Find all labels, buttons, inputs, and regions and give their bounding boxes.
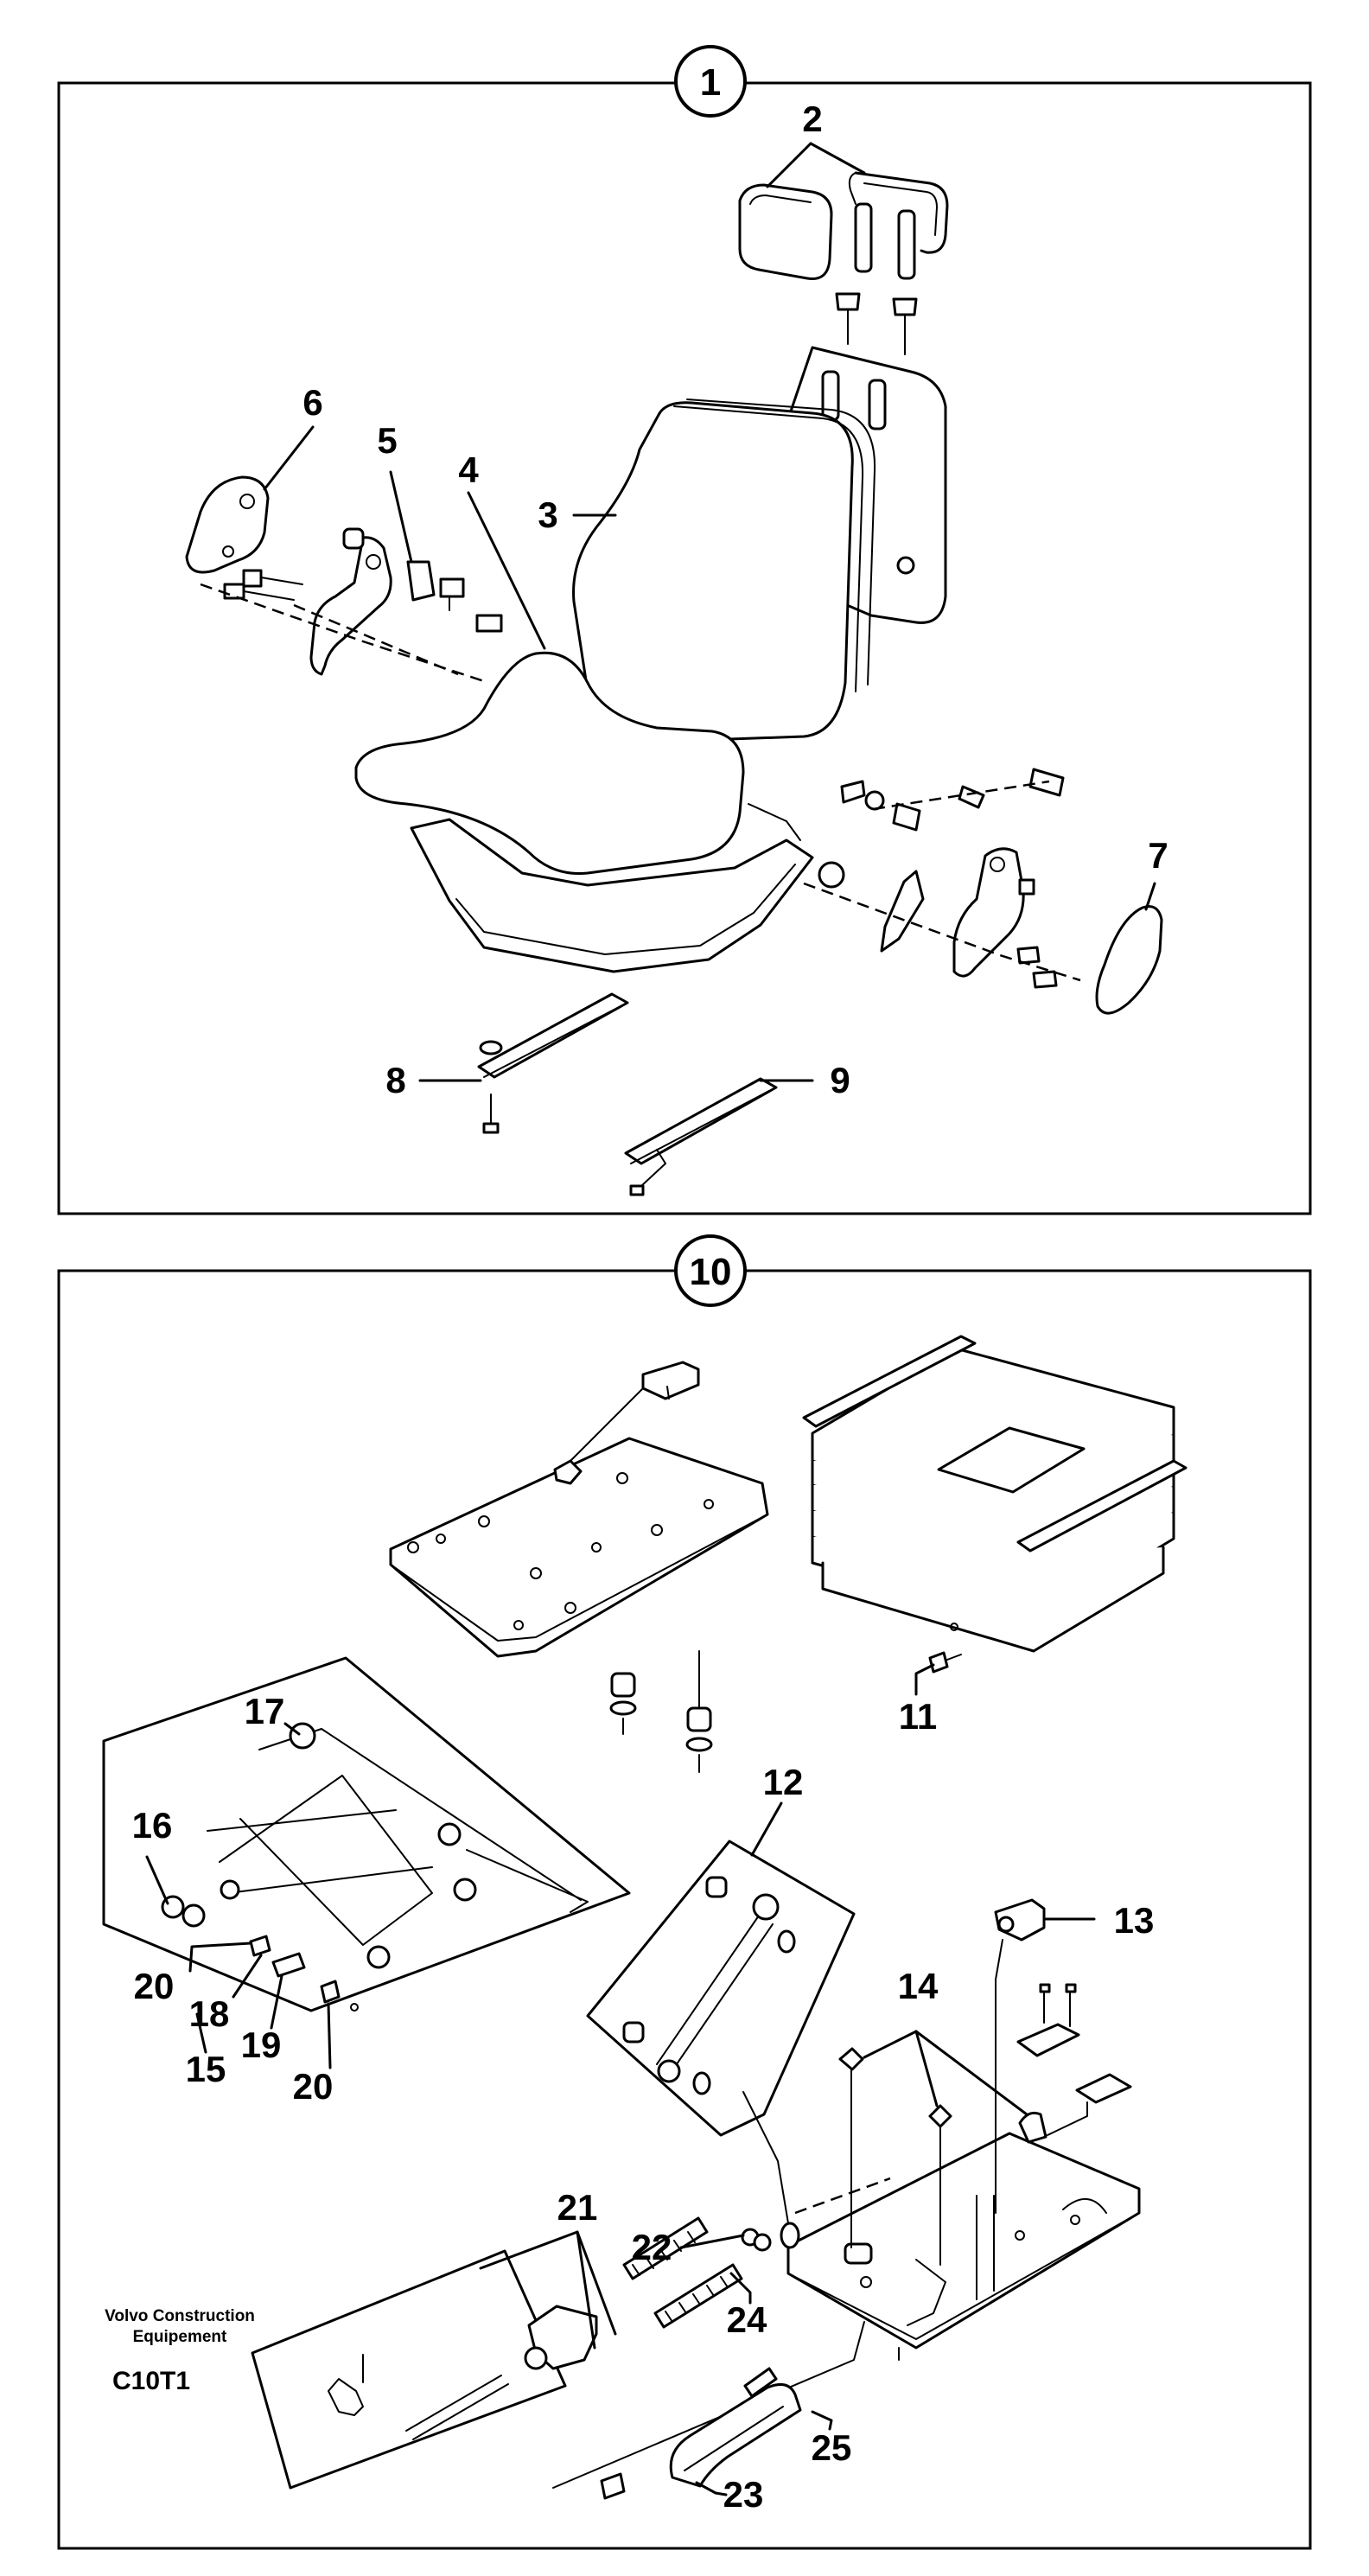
leader-12 (750, 1801, 783, 1857)
callout-22: 22 (632, 2227, 672, 2267)
leader-23 (695, 2481, 728, 2496)
rail-right (1016, 1459, 1188, 1553)
section-number: 1 (700, 61, 721, 104)
seat-cushion (354, 651, 745, 875)
callout-6: 6 (302, 382, 322, 423)
leader-15 (195, 2012, 207, 2054)
callout-15: 15 (186, 2049, 226, 2089)
leader-22 (679, 2234, 745, 2249)
callout-20b: 20 (293, 2066, 334, 2107)
callout-17: 17 (245, 1691, 285, 1731)
springs (524, 2216, 772, 2370)
callout-24: 24 (727, 2299, 767, 2340)
small-plates (1016, 1983, 1132, 2136)
leader-19 (270, 1974, 283, 2030)
drawing-code: C10T1 (112, 2367, 191, 2395)
leader-2a (766, 142, 812, 188)
gas-spring-inset (586, 1840, 856, 2266)
left-cover (185, 475, 270, 574)
panel-seat-assembly: 1 (57, 45, 1312, 1215)
callout-5: 5 (377, 420, 397, 461)
left-side-hardware (185, 475, 503, 676)
section-number-badge: 1 (674, 45, 747, 118)
manufacturer-name: Volvo Construction Equipement (105, 2307, 255, 2346)
callout-18: 18 (189, 1993, 230, 2034)
callout-14: 14 (898, 1966, 939, 2006)
leader-17 (283, 1722, 301, 1736)
leader-14b (914, 2030, 939, 2107)
callout-9: 9 (830, 1060, 850, 1100)
leader-14a (863, 2030, 918, 2059)
leader-21b (576, 2230, 596, 2350)
lever-inset (251, 2249, 567, 2490)
leader-25 (811, 2410, 833, 2431)
leader-7 (1144, 882, 1156, 911)
callout-3: 3 (538, 494, 557, 535)
callout-2: 2 (802, 99, 822, 139)
leader-14c (914, 2030, 1028, 2116)
callout-11: 11 (899, 1696, 937, 1737)
left-nut (342, 527, 365, 550)
seat-pan-frame (410, 803, 814, 973)
suspension-bellows (802, 1335, 1188, 1653)
base-plate (552, 2132, 1141, 2489)
panel-suspension-assembly: 10 (57, 1234, 1312, 2550)
callout-8: 8 (385, 1060, 405, 1100)
handle-23 (600, 2367, 802, 2500)
leader-24 (729, 2272, 752, 2305)
top-bracket (641, 1361, 700, 1400)
leader-2b (809, 142, 866, 175)
callout-21: 21 (557, 2187, 598, 2228)
leader-5 (389, 470, 413, 564)
linkage-inset (102, 1656, 631, 2012)
callout-4: 4 (458, 450, 479, 490)
leader-18 (232, 1954, 263, 1999)
leader-4 (467, 491, 546, 650)
bracket-13 (994, 1898, 1046, 2214)
leader-11 (914, 1663, 935, 1696)
leader-6 (263, 425, 315, 491)
leader-20a (188, 1942, 252, 1973)
seat-rails (477, 992, 778, 1196)
right-cover (1095, 905, 1163, 1015)
callout-23: 23 (723, 2474, 764, 2515)
callout-7: 7 (1148, 835, 1168, 876)
pins (838, 2047, 1047, 2266)
right-lever (880, 870, 925, 953)
screw-11 (928, 1651, 962, 1674)
leader-21c (576, 2230, 617, 2336)
top-plate (389, 1382, 769, 1658)
headrest (738, 171, 949, 281)
callout-25: 25 (812, 2427, 852, 2468)
right-bracket (952, 847, 1025, 978)
leader-16 (145, 1855, 169, 1905)
headrest-bolts (835, 292, 918, 355)
drawing-footer: Volvo Construction Equipement C10T1 (76, 2306, 283, 2396)
backrest-cushion (572, 399, 876, 743)
callout-20a: 20 (134, 1966, 175, 2006)
leader-20b (327, 2002, 332, 2069)
callout-19: 19 (241, 2024, 282, 2065)
right-side-hardware (818, 768, 1163, 1015)
rail-left (802, 1335, 977, 1428)
callout-16: 16 (132, 1805, 173, 1846)
leader-21a (479, 2230, 579, 2270)
section-number: 10 (690, 1251, 732, 1293)
rubber-mounts (609, 1650, 713, 1773)
left-clip (406, 560, 436, 602)
section-number-badge: 10 (674, 1234, 747, 1307)
callout-12: 12 (763, 1762, 804, 1802)
callout-13: 13 (1114, 1900, 1155, 1941)
